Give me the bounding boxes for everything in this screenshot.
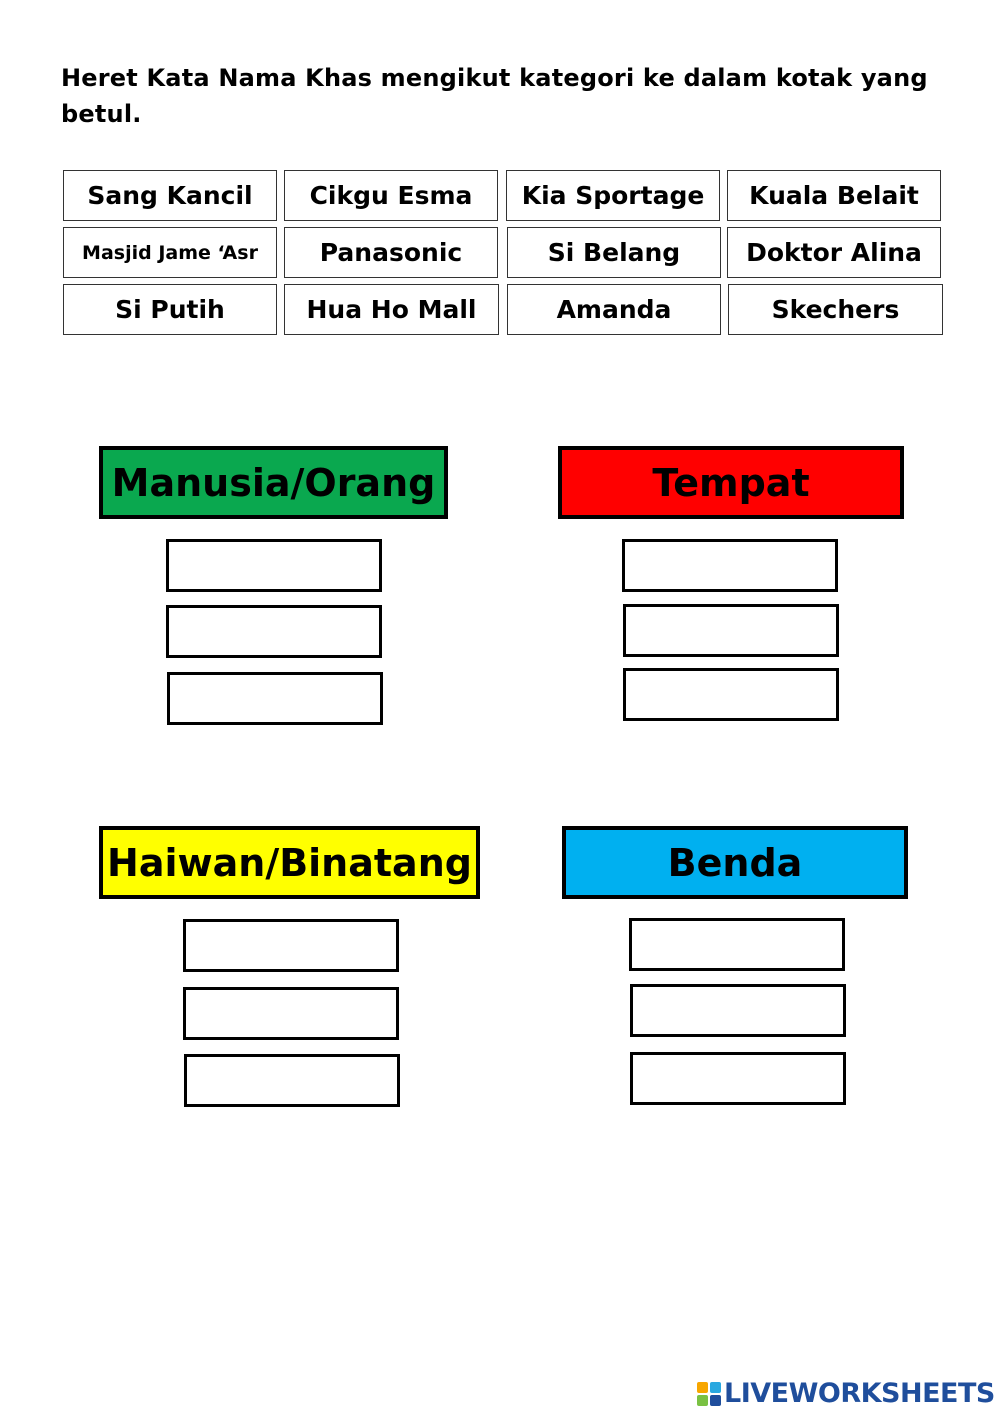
drop-box-tempat-1[interactable]: [622, 539, 838, 592]
drop-box-benda-3[interactable]: [630, 1052, 846, 1105]
drop-box-manusia-3[interactable]: [167, 672, 383, 725]
drop-box-haiwan-3[interactable]: [184, 1054, 400, 1107]
category-header-manusia-orang: Manusia/Orang: [99, 446, 448, 519]
category-header-benda: Benda: [562, 826, 908, 899]
category-header-haiwan-binatang: Haiwan/Binatang: [99, 826, 480, 899]
word-tile-si-putih[interactable]: Si Putih: [63, 284, 277, 335]
word-tile-kia-sportage[interactable]: Kia Sportage: [506, 170, 720, 221]
drop-box-tempat-2[interactable]: [623, 604, 839, 657]
word-tile-panasonic[interactable]: Panasonic: [284, 227, 498, 278]
word-tile-cikgu-esma[interactable]: Cikgu Esma: [284, 170, 498, 221]
word-tile-hua-ho-mall[interactable]: Hua Ho Mall: [284, 284, 499, 335]
drop-box-benda-1[interactable]: [629, 918, 845, 971]
word-tile-kuala-belait[interactable]: Kuala Belait: [727, 170, 941, 221]
word-tile-amanda[interactable]: Amanda: [507, 284, 721, 335]
drop-box-manusia-1[interactable]: [166, 539, 382, 592]
word-tile-doktor-alina[interactable]: Doktor Alina: [727, 227, 941, 278]
drop-box-haiwan-2[interactable]: [183, 987, 399, 1040]
instruction-text: Heret Kata Nama Khas mengikut kategori k…: [61, 64, 928, 128]
drop-box-tempat-3[interactable]: [623, 668, 839, 721]
category-header-tempat: Tempat: [558, 446, 904, 519]
word-tile-sang-kancil[interactable]: Sang Kancil: [63, 170, 277, 221]
liveworksheets-logo-icon: [697, 1381, 721, 1406]
liveworksheets-logo: LIVEWORKSHEETS: [697, 1378, 995, 1409]
word-tile-skechers[interactable]: Skechers: [728, 284, 943, 335]
word-tile-masjid-jame-asr[interactable]: Masjid Jame ‘Asr: [63, 227, 277, 278]
liveworksheets-logo-text: LIVEWORKSHEETS: [724, 1378, 995, 1409]
drop-box-manusia-2[interactable]: [166, 605, 382, 658]
drop-box-benda-2[interactable]: [630, 984, 846, 1037]
word-tile-si-belang[interactable]: Si Belang: [507, 227, 721, 278]
drop-box-haiwan-1[interactable]: [183, 919, 399, 972]
